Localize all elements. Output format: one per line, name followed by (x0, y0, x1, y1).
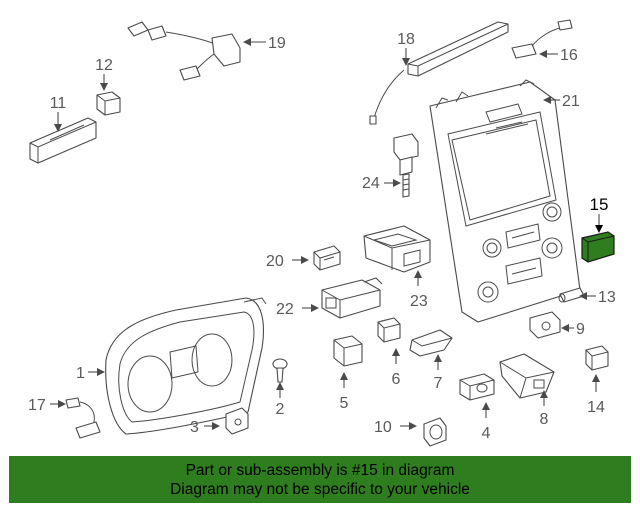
callout-23: 23 (410, 293, 428, 310)
part-17 (65, 397, 101, 439)
callout-15: 15 (590, 195, 609, 214)
callout-14: 14 (587, 399, 605, 416)
part-5 (333, 335, 363, 367)
info-banner: Part or sub-assembly is #15 in diagram D… (9, 456, 631, 503)
part-4 (459, 373, 495, 401)
callout-10: 10 (374, 419, 392, 436)
callout-9: 9 (576, 321, 585, 338)
callout-5: 5 (340, 395, 349, 412)
banner-line-1: Part or sub-assembly is #15 in diagram (185, 462, 455, 479)
callout-18: 18 (397, 31, 415, 48)
callout-8: 8 (540, 411, 549, 428)
part-18 (369, 21, 509, 125)
part-21 (429, 79, 581, 323)
part-3 (225, 407, 249, 435)
callout-21: 21 (562, 93, 580, 110)
part-12 (96, 91, 121, 116)
part-2 (272, 358, 288, 383)
part-23 (363, 225, 431, 273)
part-14 (585, 345, 609, 371)
callout-3: 3 (190, 419, 199, 436)
part-24 (393, 133, 419, 198)
exploded-parts-diagram: 11 12 19 18 16 (28, 19, 616, 447)
part-6 (377, 317, 401, 343)
part-8 (499, 353, 555, 399)
callout-7: 7 (434, 375, 443, 392)
callout-13: 13 (598, 289, 616, 306)
callout-20: 20 (266, 253, 284, 270)
callout-24: 24 (362, 175, 380, 192)
callout-16: 16 (560, 47, 578, 64)
callout-4: 4 (482, 425, 491, 442)
part-15 (581, 231, 615, 263)
part-1 (105, 297, 267, 435)
callout-11: 11 (50, 95, 67, 112)
callout-17: 17 (28, 397, 46, 414)
callout-22: 22 (276, 301, 294, 318)
part-10 (423, 417, 447, 447)
part-22 (321, 277, 383, 319)
part-9 (529, 311, 561, 339)
part-7 (409, 329, 453, 357)
part-19 (127, 21, 241, 81)
callout-12: 12 (95, 57, 113, 74)
callout-2: 2 (276, 401, 285, 418)
callout-1: 1 (76, 365, 85, 382)
callout-19: 19 (268, 35, 286, 52)
banner-line-2: Diagram may not be specific to your vehi… (170, 481, 470, 498)
part-20 (313, 245, 341, 271)
part-16 (511, 19, 573, 59)
part-11 (29, 117, 97, 164)
callout-6: 6 (392, 371, 401, 388)
